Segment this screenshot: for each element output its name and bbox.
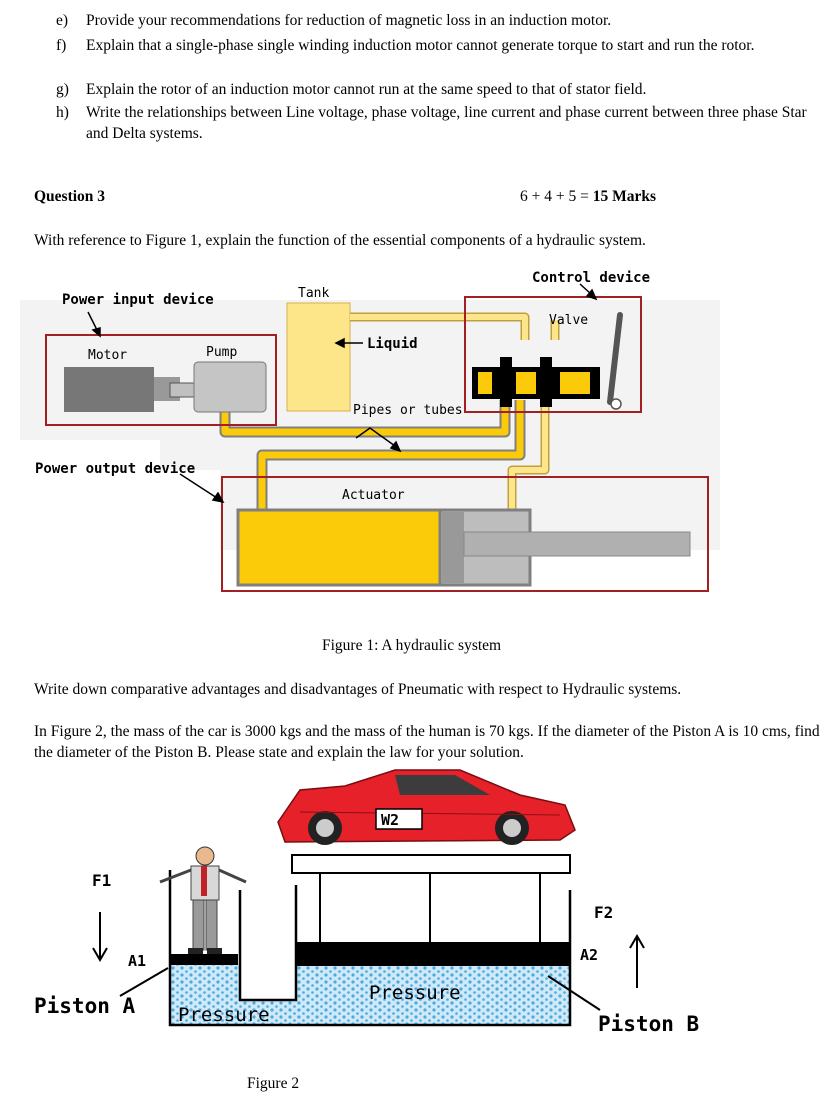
- item-letter: h): [56, 104, 69, 121]
- label-f2: F2: [594, 903, 613, 922]
- tank: [286, 302, 351, 412]
- platform: [291, 854, 571, 874]
- control-device-frame: [464, 296, 642, 413]
- label-piston-b: Piston B: [598, 1012, 699, 1036]
- question-part-2: Write down comparative advantages and di…: [34, 681, 682, 698]
- power-output-frame: [221, 476, 709, 592]
- label-tank: Tank: [298, 286, 329, 301]
- power-input-frame: [45, 334, 277, 426]
- valve-lever: [607, 312, 623, 405]
- pump: [193, 361, 267, 413]
- label-a2: A2: [580, 946, 598, 964]
- figure-2-hydraulic-lift: F1 A1 Piston A Pressure Pressure W2 F2 A…: [34, 769, 699, 1036]
- item-letter: e): [56, 12, 69, 29]
- label-piston-a: Piston A: [34, 994, 136, 1018]
- arrow-pipes: [355, 427, 396, 447]
- w2-box: [375, 808, 423, 830]
- item-text: Provide your recommendations for reducti…: [86, 12, 612, 29]
- arrow-power-output: [179, 473, 218, 499]
- figure-1-hydraulic-system: Power input device Motor Pump Tank Liqui…: [20, 270, 720, 592]
- piston-a: [170, 954, 238, 965]
- label-power-input: Power input device: [62, 292, 214, 308]
- item-letter: f): [56, 37, 67, 54]
- piston-b: [296, 942, 570, 966]
- arrow-power-input: [87, 311, 98, 331]
- question-marks: 6 + 4 + 5 = 15 Marks: [520, 188, 656, 206]
- question-title: Question 3: [34, 188, 106, 205]
- coupling: [169, 382, 197, 398]
- label-actuator: Actuator: [342, 488, 405, 503]
- marks-formula: 6 + 4 + 5 =: [520, 188, 593, 205]
- question-part-3: In Figure 2, the mass of the car is 3000…: [34, 723, 820, 761]
- label-pressure-big: Pressure: [369, 982, 461, 1004]
- item-letter: g): [56, 81, 69, 98]
- figure-2-caption: Figure 2: [247, 1075, 300, 1092]
- label-w2: W2: [381, 811, 399, 829]
- label-pump: Pump: [206, 345, 237, 360]
- item-text: Explain the rotor of an induction motor …: [86, 81, 647, 98]
- question-part-1: With reference to Figure 1, explain the …: [34, 232, 646, 249]
- label-pressure-small: Pressure: [178, 1004, 270, 1026]
- label-f1: F1: [92, 871, 111, 890]
- actuator-rod: [463, 531, 691, 557]
- arrow-piston-b: [547, 975, 601, 1011]
- marks-total: 15 Marks: [592, 188, 657, 205]
- item-text: Write the relationships between Line vol…: [86, 104, 807, 142]
- figure-1-caption: Figure 1: A hydraulic system: [322, 637, 502, 654]
- car: [277, 769, 576, 845]
- actuator-piston: [442, 512, 464, 583]
- label-valve: Valve: [549, 313, 588, 328]
- label-liquid: Liquid: [367, 336, 418, 352]
- label-power-output: Power output device: [35, 461, 195, 477]
- human-figure: [159, 846, 247, 954]
- label-pipes: Pipes or tubes: [353, 403, 463, 418]
- label-motor: Motor: [88, 348, 127, 363]
- label-control-device: Control device: [532, 270, 650, 286]
- motor: [64, 367, 154, 412]
- arrow-piston-a: [119, 967, 169, 997]
- item-text: Explain that a single-phase single windi…: [86, 37, 755, 54]
- label-a1: A1: [128, 952, 146, 970]
